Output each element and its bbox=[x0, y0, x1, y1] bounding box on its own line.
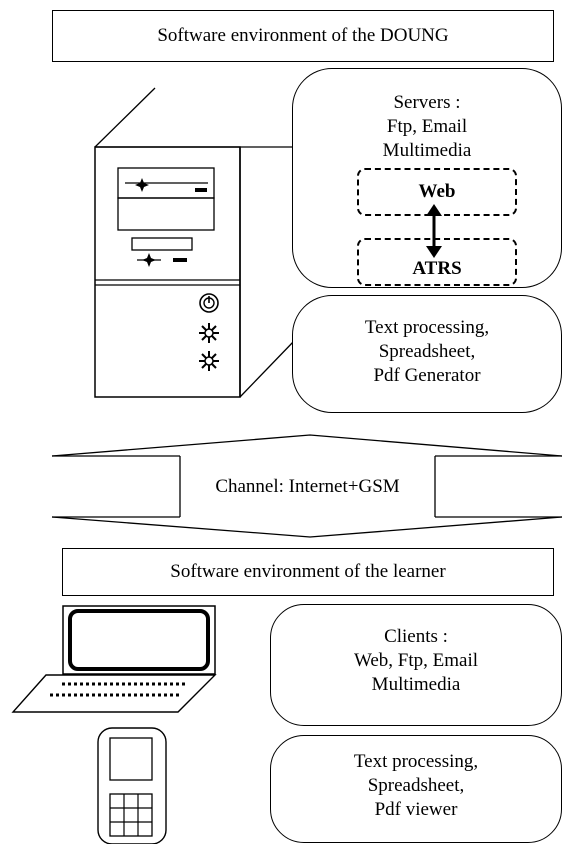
server-env-title-text: Software environment of the DOUNG bbox=[157, 25, 449, 46]
mobile-phone-icon bbox=[97, 727, 167, 844]
learner-env-title-text: Software environment of the learner bbox=[170, 561, 446, 582]
learner-office-box: Text processing, Spreadsheet, Pdf viewer bbox=[270, 735, 562, 843]
server-env-title: Software environment of the DOUNG bbox=[52, 10, 554, 62]
clients-line-2: Web, Ftp, Email bbox=[353, 650, 479, 671]
clients-line-1: Clients : bbox=[384, 626, 448, 647]
power-icon bbox=[199, 293, 219, 313]
indicator-light-icon bbox=[199, 323, 219, 343]
channel-label-text: Channel: Internet+GSM bbox=[215, 475, 400, 497]
learner-env-title: Software environment of the learner bbox=[62, 548, 554, 596]
server-office-line-2: Spreadsheet, bbox=[378, 341, 476, 362]
web-label: Web bbox=[418, 181, 456, 202]
laptop-icon bbox=[11, 605, 217, 713]
channel-shape bbox=[51, 434, 562, 538]
clients-box: Clients : Web, Ftp, Email Multimedia bbox=[270, 604, 562, 726]
clients-line-3: Multimedia bbox=[371, 674, 461, 695]
learner-office-line-3: Pdf viewer bbox=[374, 799, 458, 820]
servers-line-3: Multimedia bbox=[382, 140, 472, 161]
server-office-box: Text processing, Spreadsheet, Pdf Genera… bbox=[292, 295, 562, 413]
indicator-light-icon bbox=[199, 351, 219, 371]
learner-office-line-1: Text processing, bbox=[353, 751, 479, 772]
servers-line-2: Ftp, Email bbox=[386, 116, 468, 137]
learner-office-line-2: Spreadsheet, bbox=[367, 775, 465, 796]
server-office-line-1: Text processing, bbox=[364, 317, 490, 338]
atrs-label: ATRS bbox=[412, 258, 462, 279]
servers-line-1: Servers : bbox=[393, 92, 461, 113]
channel-label: Channel: Internet+GSM bbox=[180, 456, 435, 517]
bidirectional-arrow-icon bbox=[426, 204, 442, 258]
server-office-line-3: Pdf Generator bbox=[373, 365, 481, 386]
web-node: Web bbox=[357, 168, 517, 216]
